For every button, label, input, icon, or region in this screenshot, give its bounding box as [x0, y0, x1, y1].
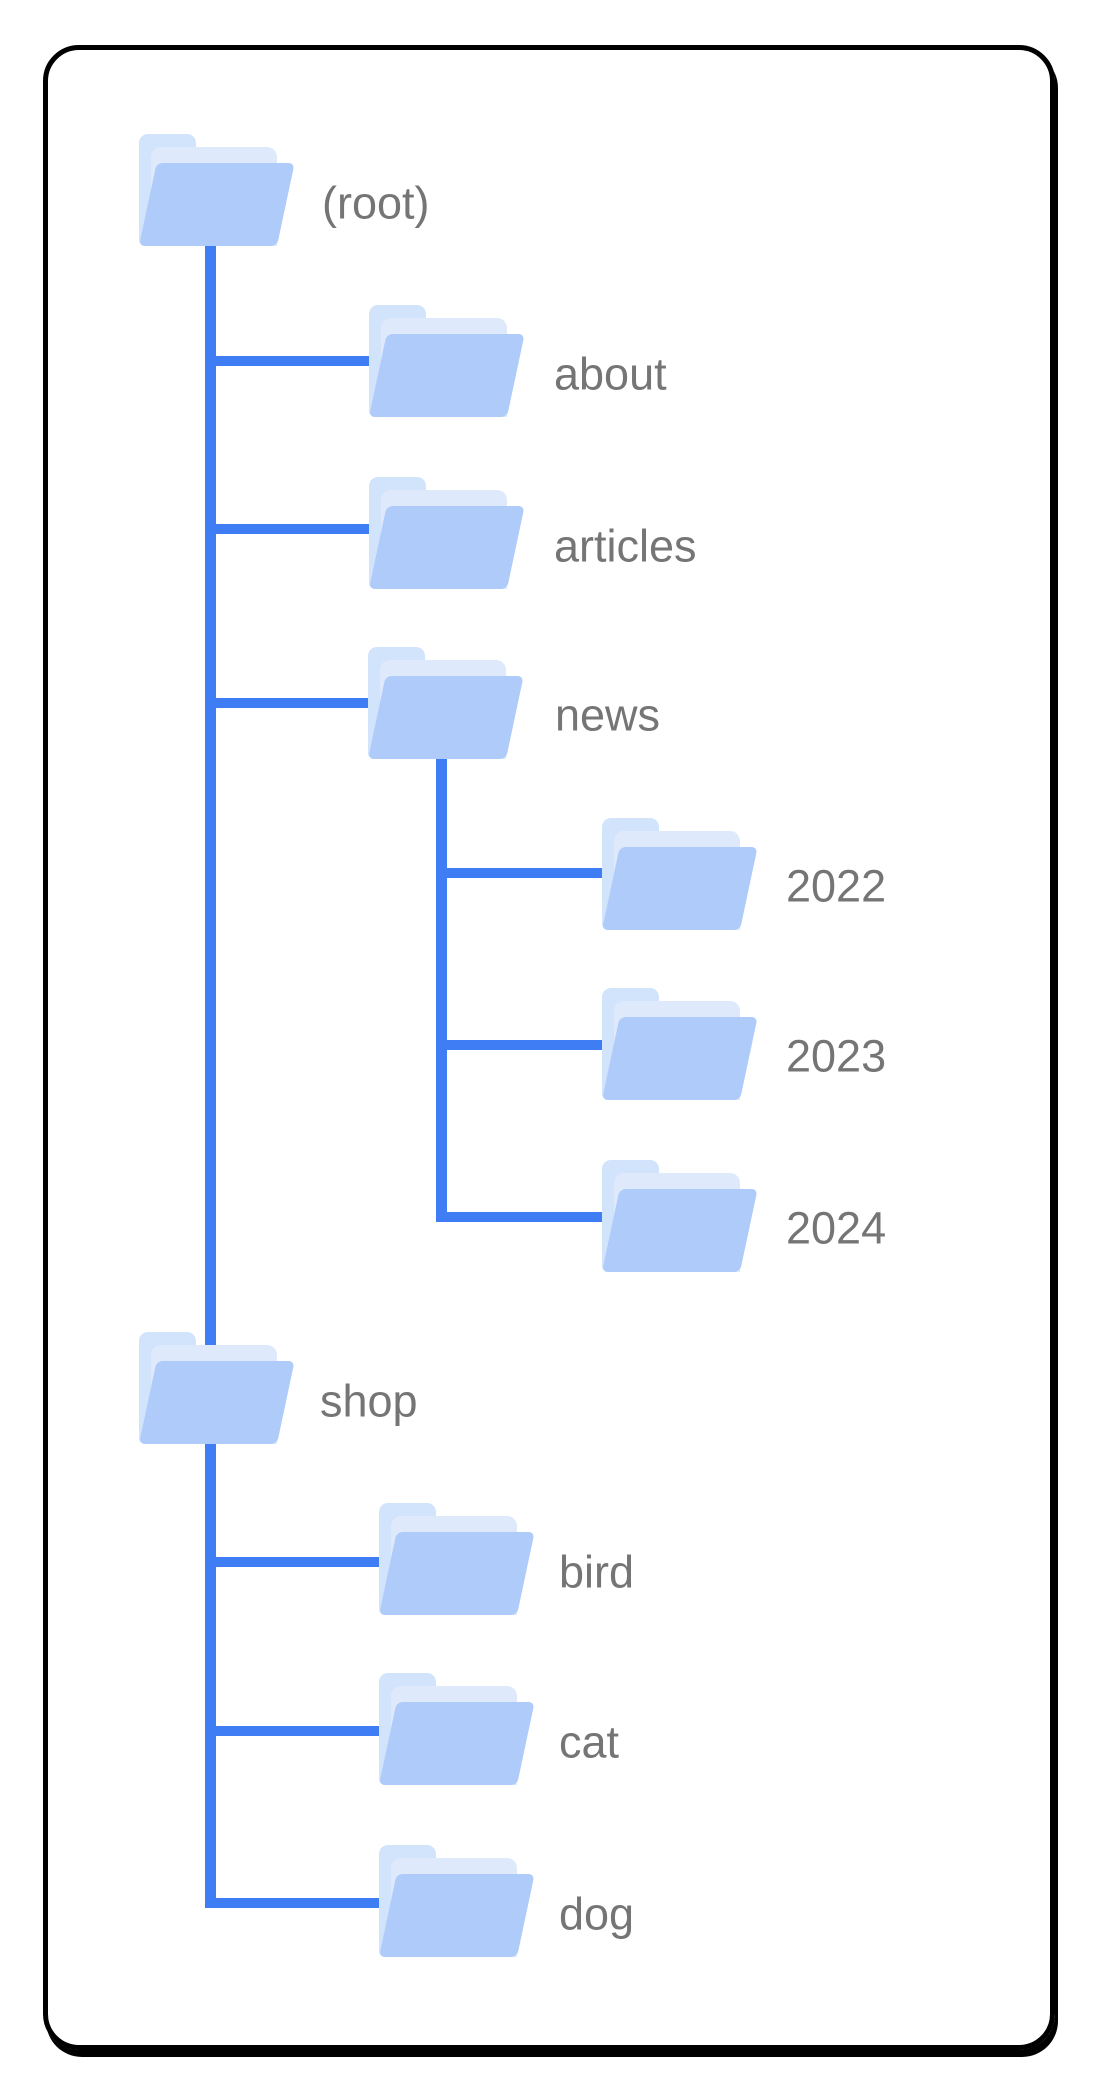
connector-branch-dog [205, 1898, 380, 1908]
connector-news-trunk [436, 745, 447, 1222]
folder-front [379, 1874, 535, 1957]
folder-label-articles: articles [554, 520, 697, 572]
folder-label-root: (root) [322, 177, 430, 229]
connector-branch-news [205, 698, 368, 708]
folder-front [379, 1532, 535, 1615]
connector-branch-bird [205, 1557, 380, 1567]
folder-icon-2022 [602, 818, 758, 930]
folder-label-shop: shop [320, 1375, 418, 1427]
folder-icon-shop [139, 1332, 295, 1444]
connector-branch-2023 [436, 1040, 602, 1050]
diagram-card [43, 45, 1055, 2050]
folder-label-news: news [555, 689, 661, 741]
folder-icon-cat [379, 1673, 535, 1785]
folder-icon-root [139, 134, 295, 246]
folder-front [139, 1361, 295, 1444]
folder-front [602, 847, 758, 930]
folder-label-bird: bird [559, 1546, 635, 1598]
folder-label-2022: 2022 [786, 860, 887, 912]
folder-icon-articles [369, 477, 525, 589]
folder-front [369, 334, 525, 417]
connector-branch-2022 [436, 868, 602, 878]
folder-label-2023: 2023 [786, 1030, 887, 1082]
folder-icon-dog [379, 1845, 535, 1957]
folder-icon-about [369, 305, 525, 417]
folder-icon-2023 [602, 988, 758, 1100]
folder-front [602, 1189, 758, 1272]
folder-label-about: about [554, 348, 667, 400]
connector-branch-2024 [436, 1212, 602, 1222]
connector-branch-articles [205, 524, 369, 534]
folder-front [369, 506, 525, 589]
folder-icon-news [368, 647, 524, 759]
folder-label-cat: cat [559, 1716, 620, 1768]
connector-branch-about [205, 356, 369, 366]
folder-label-2024: 2024 [786, 1202, 887, 1254]
folder-icon-2024 [602, 1160, 758, 1272]
connector-branch-cat [205, 1726, 380, 1736]
connector-root-trunk [205, 238, 216, 1908]
folder-front [379, 1702, 535, 1785]
folder-front [139, 163, 295, 246]
folder-label-dog: dog [559, 1888, 635, 1940]
folder-front [602, 1017, 758, 1100]
folder-icon-bird [379, 1503, 535, 1615]
folder-front [368, 676, 524, 759]
